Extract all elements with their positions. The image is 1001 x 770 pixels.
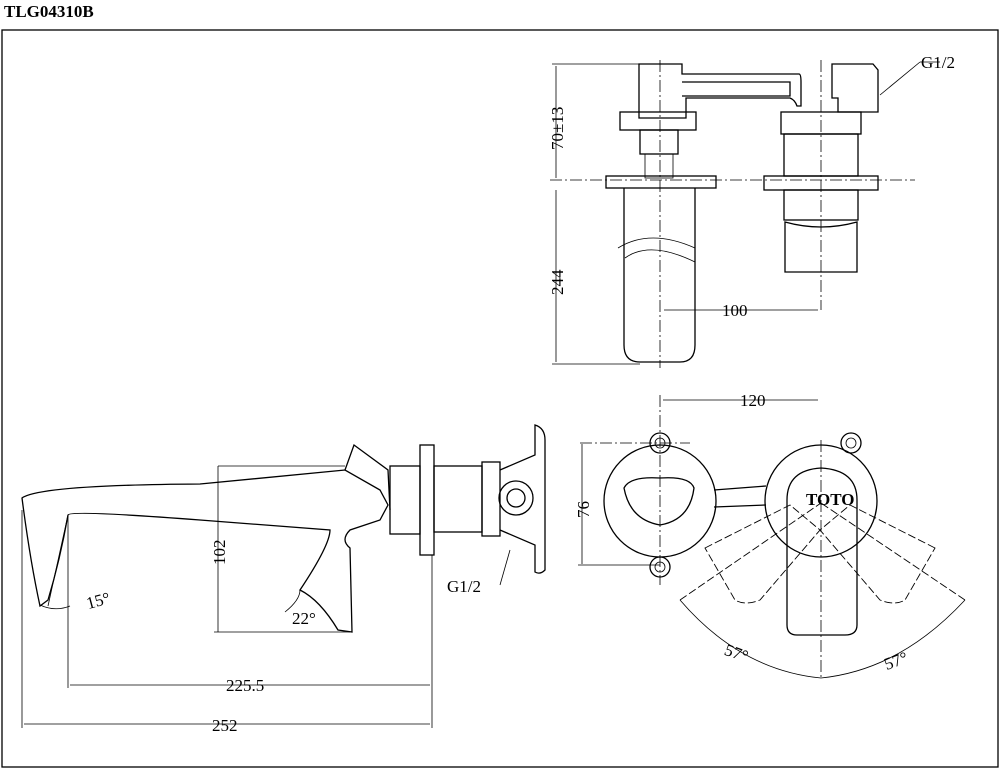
dim-side-angle-spout: 15° — [84, 588, 112, 613]
dim-side-total: 252 — [212, 716, 238, 735]
side-view: 102 15° 22° G1/2 225.5 252 — [21, 424, 546, 735]
toto-logo: TOTO — [806, 490, 855, 509]
dim-front-spacing: 120 — [740, 391, 766, 410]
dim-side-angle-lever: 22° — [292, 609, 316, 628]
dim-side-height: 102 — [210, 540, 229, 566]
dim-angle-left: 57° — [722, 640, 751, 666]
drawing-border — [1, 29, 999, 768]
dim-side-thread: G1/2 — [447, 577, 481, 596]
dim-angle-right: 57° — [882, 648, 911, 674]
dim-front-height: 76 — [574, 501, 593, 518]
dim-side-projection: 225.5 — [226, 676, 264, 695]
dim-top-height: 70±13 — [548, 107, 567, 150]
drawing-title: TLG04310B — [4, 2, 94, 21]
front-view: TOTO 120 76 57° 57° — [574, 391, 966, 680]
dim-top-length: 244 — [548, 269, 567, 295]
top-view: 70±13 244 100 G1/2 — [548, 53, 955, 368]
dim-top-thread: G1/2 — [921, 53, 955, 72]
dim-top-spacing: 100 — [722, 301, 748, 320]
